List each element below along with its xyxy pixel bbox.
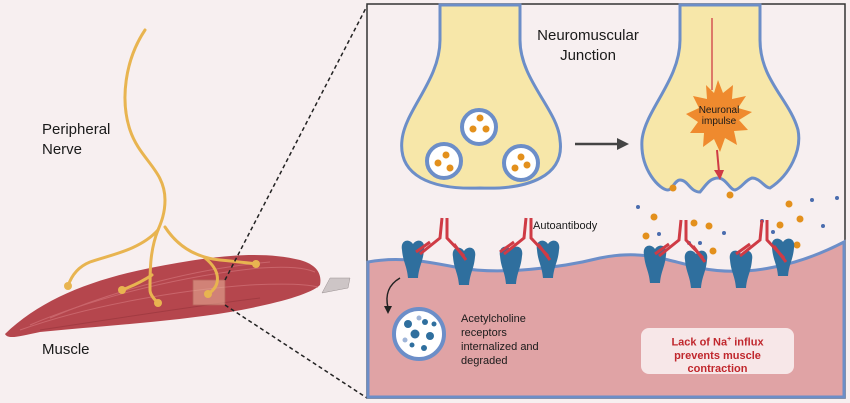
peripheral-nerve <box>66 28 258 305</box>
nerve-label-line2: Nerve <box>42 141 83 158</box>
zoom-lines <box>224 5 368 399</box>
receptor-label-line4: degraded <box>461 355 508 367</box>
outcome-line2: prevents muscle <box>674 349 761 362</box>
outcome-sup: + <box>727 336 732 343</box>
receptor-icon <box>499 246 523 284</box>
muscle-label: Muscle <box>42 341 90 358</box>
outcome-text: Lack of Na+ influx prevents muscle contr… <box>641 333 794 376</box>
muscle-illustration <box>5 254 351 338</box>
outcome-line3: contraction <box>687 362 748 375</box>
outcome-line1-post: influx <box>731 336 764 349</box>
receptor-label-line3: internalized and <box>461 341 539 353</box>
antibody-icon <box>499 217 552 261</box>
title-line1: Neuromuscular <box>537 27 639 44</box>
antibody-icon <box>415 217 468 261</box>
impulse-line1: Neuronal <box>698 105 740 116</box>
degraded-receptor-vesicle <box>384 277 446 361</box>
nerve-terminals <box>64 260 260 307</box>
antibody-icon <box>654 219 707 263</box>
nerve-label-line1: Peripheral <box>42 121 111 138</box>
impulse-line2: impulse <box>701 116 737 127</box>
autoantibody-label: Autoantibody <box>533 220 598 232</box>
receptor-label-line1: Acetylcholine <box>461 313 526 325</box>
receptor-icon <box>452 247 476 285</box>
title-line2: Junction <box>560 47 616 64</box>
outcome-line1: Lack of Na <box>671 336 728 349</box>
burst-icon <box>686 80 752 152</box>
receptor-icon <box>729 250 753 288</box>
antibody-icon <box>735 219 788 263</box>
autoantibodies <box>415 217 788 263</box>
synaptic-vesicles <box>425 108 540 182</box>
outcome-box <box>641 328 794 374</box>
receptor-label-line2: receptors <box>461 327 507 339</box>
